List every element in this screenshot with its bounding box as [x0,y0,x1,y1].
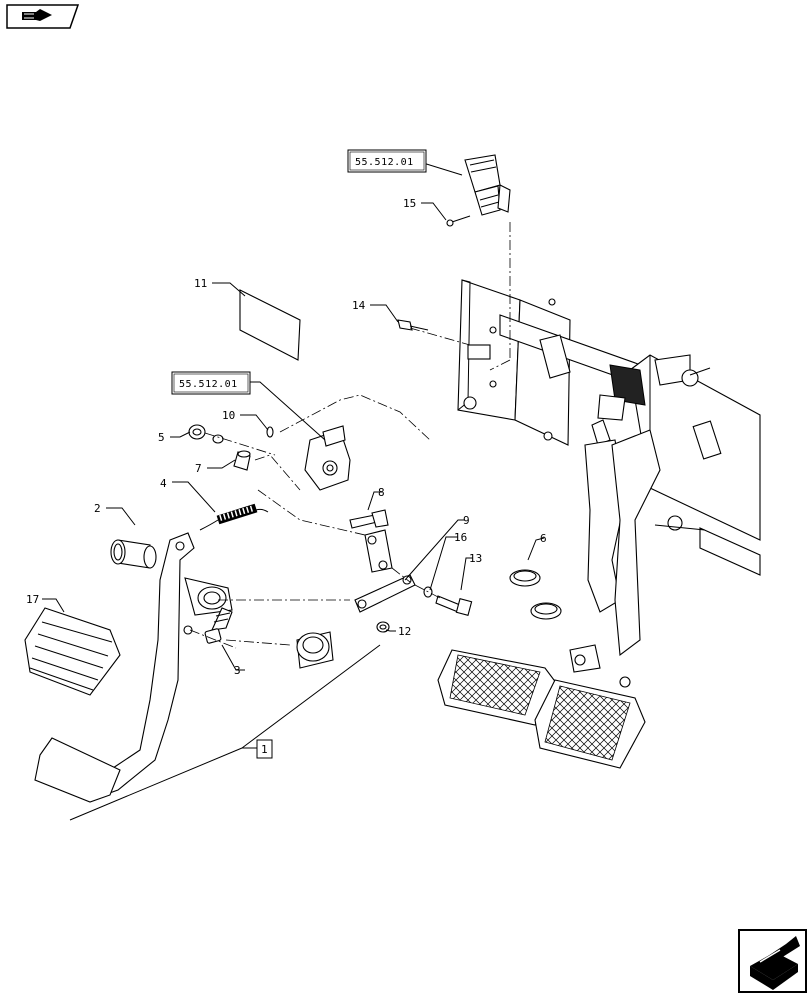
callout-4: 4 [160,477,167,490]
bolt-3 [204,607,233,644]
callout-9: 9 [463,514,470,527]
callout-1: 1 [261,743,268,756]
nut-12 [376,621,390,633]
callout-5: 5 [158,431,165,444]
left-tread-pedal [437,649,561,726]
callout-1-box: 1 [256,739,273,759]
right-tread-pedal [534,679,646,769]
pin-7 [233,450,251,471]
switch-sensor [266,425,351,491]
callout-2: 2 [94,502,101,515]
leader-lines [42,161,545,821]
callout-3: 3 [234,664,241,677]
next-nav-button[interactable] [738,929,807,993]
ref-label-mid: 55.512.01 [179,379,238,390]
callout-17: 17 [26,593,39,606]
top-connector [464,154,511,216]
decal-11 [239,289,301,361]
bushing-lower [296,631,334,669]
ref-label-top: 55.512.01 [355,157,414,168]
prev-nav-button[interactable] [6,4,80,29]
bolt-13 [435,595,473,616]
callout-12: 12 [398,625,411,638]
pedal-rubber-17 [24,607,121,696]
ref-box-mid[interactable]: 55.512.01 [171,371,251,395]
link-9 [354,529,416,613]
callout-10: 10 [222,409,235,422]
assembly-lines [189,222,511,649]
callout-14: 14 [352,299,366,312]
pin-8 [349,509,389,529]
callout-8: 8 [378,486,385,499]
spring-4 [199,503,269,531]
washer-5 [188,424,224,444]
callout-13: 13 [469,552,482,565]
callout-15: 15 [403,197,416,210]
screw-14 [397,319,429,331]
callout-6: 6 [540,532,547,545]
frame-assembly [437,279,761,769]
screw-15 [446,215,471,227]
ref-box-top[interactable]: 55.512.01 [347,149,427,173]
callout-11: 11 [194,277,207,290]
exploded-pedal [24,154,511,803]
hand-pointing-icon [22,9,52,21]
bushing-2 [110,539,157,569]
next-page-arrow-icon [750,936,800,990]
callout-16: 16 [454,531,467,544]
callout-7: 7 [195,462,202,475]
